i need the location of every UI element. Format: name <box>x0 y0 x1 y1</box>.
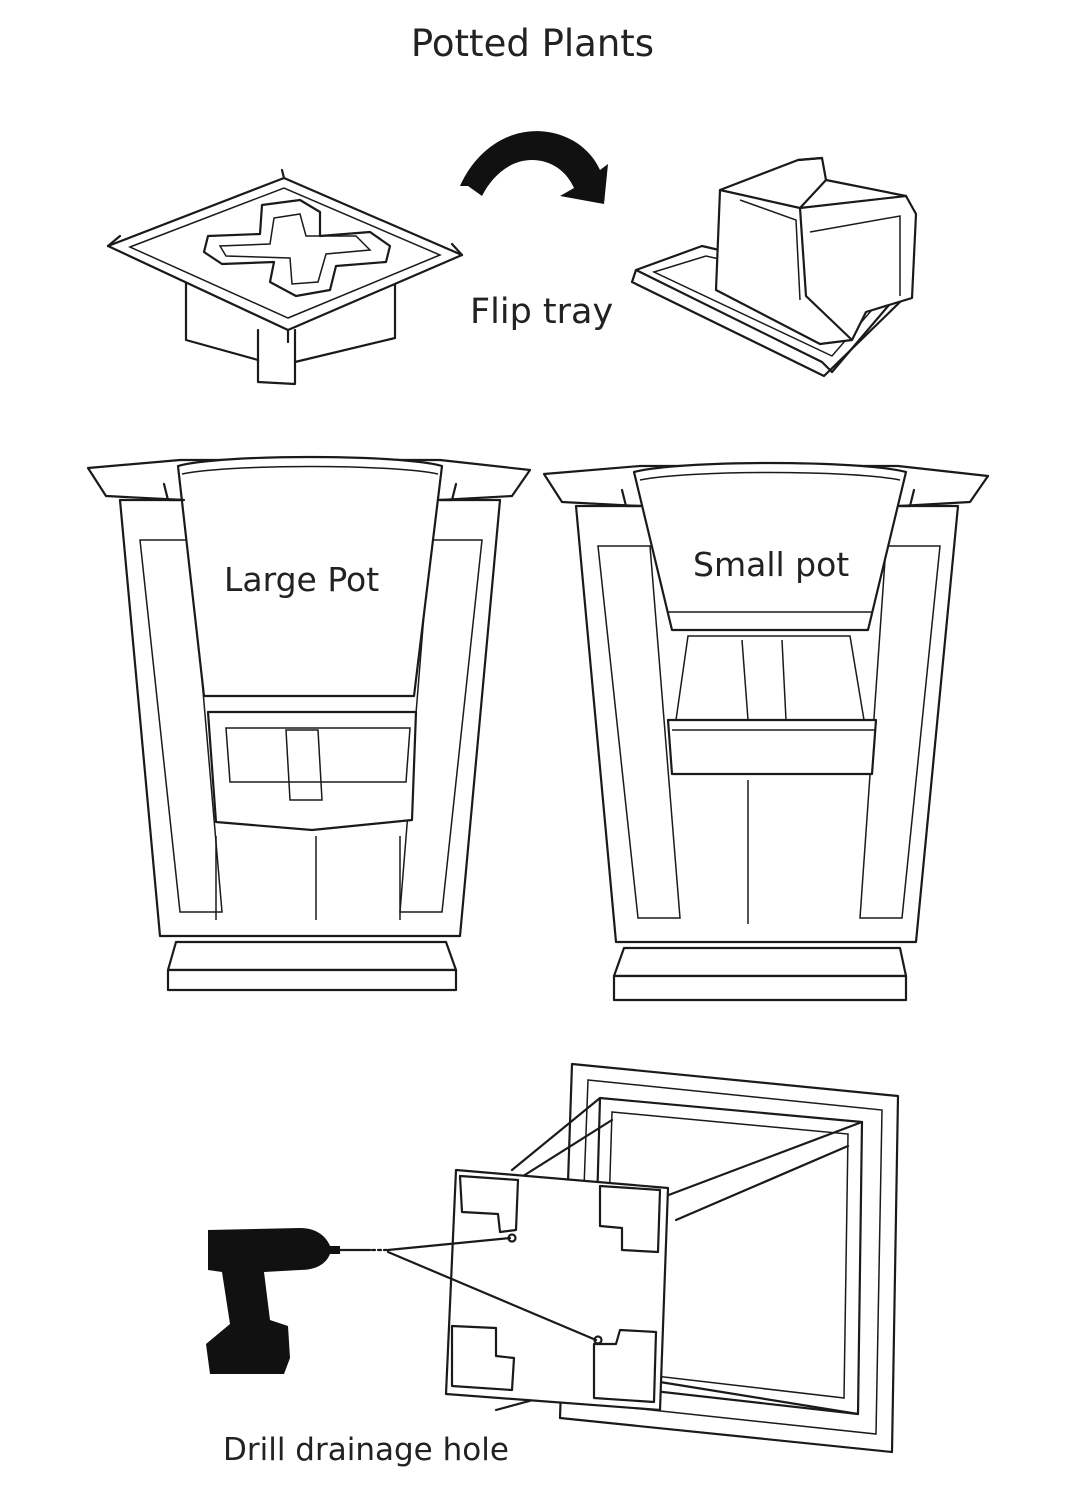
large-pot-label: Large Pot <box>224 560 380 599</box>
tray-flipped <box>630 156 918 378</box>
small-pot-label: Small pot <box>693 545 850 584</box>
drill-drainage-label: Drill drainage hole <box>223 1432 509 1468</box>
tray-upright <box>106 168 464 386</box>
page-title: Potted Plants <box>410 22 655 65</box>
curved-arrow-icon <box>460 131 608 204</box>
planter-large-pot <box>86 455 532 992</box>
drill-guide-lines <box>386 1236 598 1342</box>
planter-upside-down <box>444 1062 900 1454</box>
planter-small-pot <box>542 461 990 1002</box>
drill-icon <box>206 1228 390 1374</box>
flip-tray-label: Flip tray <box>470 292 614 332</box>
